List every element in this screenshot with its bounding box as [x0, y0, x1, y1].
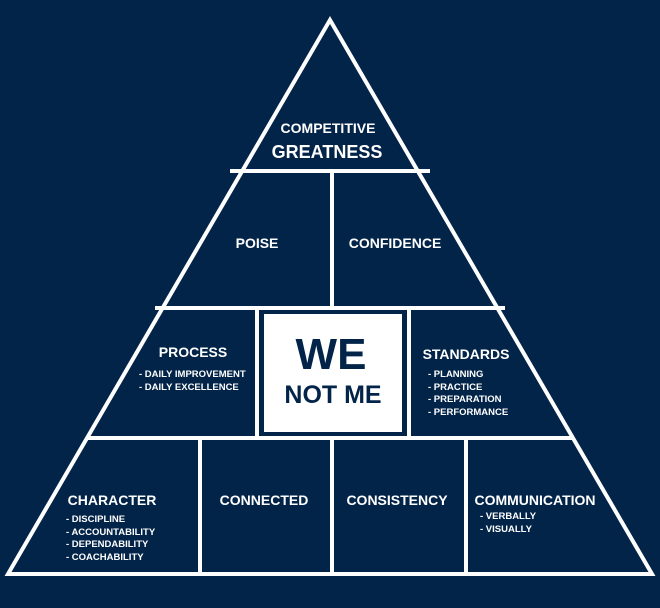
list-item: - DAILY IMPROVEMENT [139, 369, 246, 380]
standards-list: - PLANNING - PRACTICE - PREPARATION - PE… [428, 369, 508, 419]
standards-label: STANDARDS [422, 346, 510, 362]
process-list: - DAILY IMPROVEMENT - DAILY EXCELLENCE [139, 369, 246, 394]
poise-label: POISE [235, 235, 279, 251]
list-item: - DAILY EXCELLENCE [139, 381, 239, 393]
list-item: - DEPENDABILITY [66, 539, 149, 550]
competitive-label: COMPETITIVE [280, 120, 376, 136]
connected-label: CONNECTED [219, 492, 309, 508]
greatness-label: GREATNESS [271, 142, 383, 162]
communication-label: COMMUNICATION [474, 492, 596, 508]
list-item: - PREPARATION [428, 394, 502, 405]
we-label: WE [295, 330, 367, 379]
list-item: - VERBALLY [480, 511, 537, 522]
list-item: - PRACTICE [428, 381, 483, 393]
list-item: - PLANNING [428, 369, 484, 380]
communication-list: - VERBALLY - VISUALLY [480, 511, 536, 536]
character-label: CHARACTER [67, 492, 157, 508]
not-me-label: NOT ME [284, 381, 382, 409]
list-item: - DISCIPLINE [66, 514, 126, 525]
list-item: - ACCOUNTABILITY [66, 526, 156, 538]
consistency-label: CONSISTENCY [346, 492, 448, 508]
confidence-label: CONFIDENCE [348, 235, 442, 251]
process-label: PROCESS [158, 344, 228, 360]
character-list: - DISCIPLINE - ACCOUNTABILITY - DEPENDAB… [66, 514, 155, 564]
list-item: - COACHABILITY [66, 551, 144, 563]
list-item: - PERFORMANCE [428, 406, 509, 418]
we-not-me-box [264, 314, 402, 432]
list-item: - VISUALLY [480, 523, 532, 535]
